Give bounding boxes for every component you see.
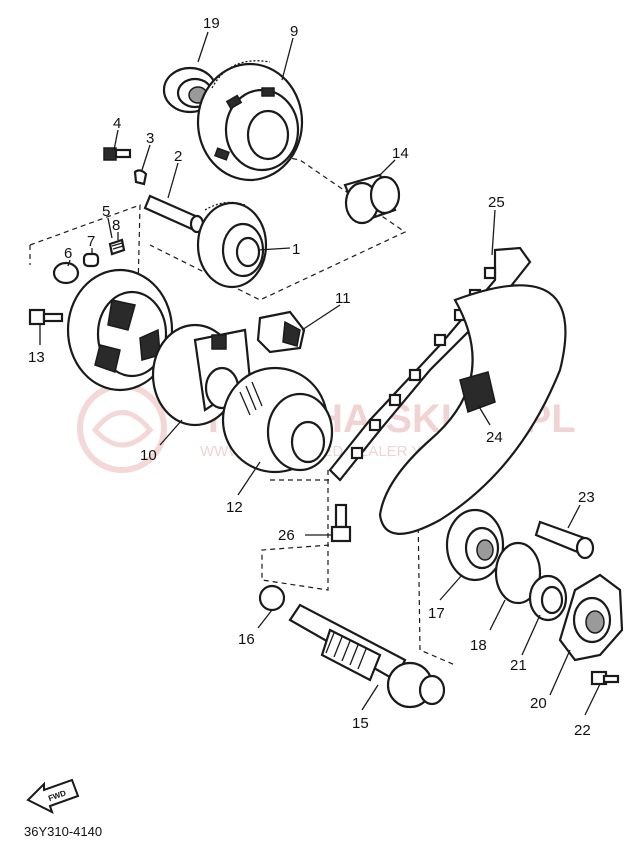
label-11: 11 [335, 290, 351, 307]
label-2: 2 [174, 148, 182, 165]
label-25: 25 [488, 194, 505, 211]
label-23: 23 [578, 489, 595, 506]
part-6-roller [52, 261, 80, 285]
part-17-bearing [445, 508, 505, 582]
label-3: 3 [146, 130, 154, 147]
label-20: 20 [530, 695, 547, 712]
part-4-bolt [103, 147, 132, 161]
part-2-shaft [143, 194, 205, 234]
part-20-retainer [558, 573, 624, 662]
label-22: 22 [574, 722, 591, 739]
label-9: 9 [290, 23, 298, 40]
label-24: 24 [486, 429, 503, 446]
label-16: 16 [238, 631, 255, 648]
watermark-logo-mark [91, 410, 154, 448]
label-18: 18 [470, 637, 487, 654]
label-4: 4 [113, 115, 121, 132]
part-14-collar [343, 173, 401, 225]
label-21: 21 [510, 657, 527, 674]
part-21-oil-seal [528, 574, 568, 622]
label-7: 7 [87, 233, 95, 250]
label-5: 5 [102, 203, 110, 220]
label-10: 10 [140, 447, 157, 464]
part-16-bush [258, 584, 286, 612]
part-9-starter-gear [196, 60, 304, 182]
part-18-o-ring [494, 541, 542, 605]
part-24-tensioner [459, 371, 496, 413]
label-13: 13 [28, 349, 45, 366]
leader-lines [39, 31, 601, 716]
part-5-clutch-housing [66, 268, 174, 392]
part-8-spring [108, 238, 126, 256]
label-1: 1 [292, 241, 300, 258]
fwd-arrow-icon [26, 778, 80, 814]
part-15-shaft [288, 603, 446, 709]
part-12-clutch-drum [221, 366, 334, 474]
label-26: 26 [278, 527, 295, 544]
part-13-bolt [28, 308, 64, 326]
label-15: 15 [352, 715, 369, 732]
label-19: 19 [203, 15, 220, 32]
fwd-arrow: FWD [26, 778, 80, 814]
label-6: 6 [64, 245, 72, 262]
part-26-bolt [330, 503, 352, 543]
part-labels: 19 9 4 3 2 5 6 7 8 1 14 13 10 11 12 26 1… [28, 15, 595, 739]
label-14: 14 [392, 145, 409, 162]
part-23-pin [534, 520, 595, 560]
part-3-plate [133, 169, 148, 186]
document-code: 36Y310-4140 [24, 824, 102, 839]
label-12: 12 [226, 499, 243, 516]
part-11-damper [256, 310, 306, 354]
part-22-screw [590, 670, 620, 686]
label-17: 17 [428, 605, 445, 622]
part-7-plunger [82, 252, 100, 268]
part-1-idle-gear [196, 201, 268, 289]
label-8: 8 [112, 217, 120, 234]
